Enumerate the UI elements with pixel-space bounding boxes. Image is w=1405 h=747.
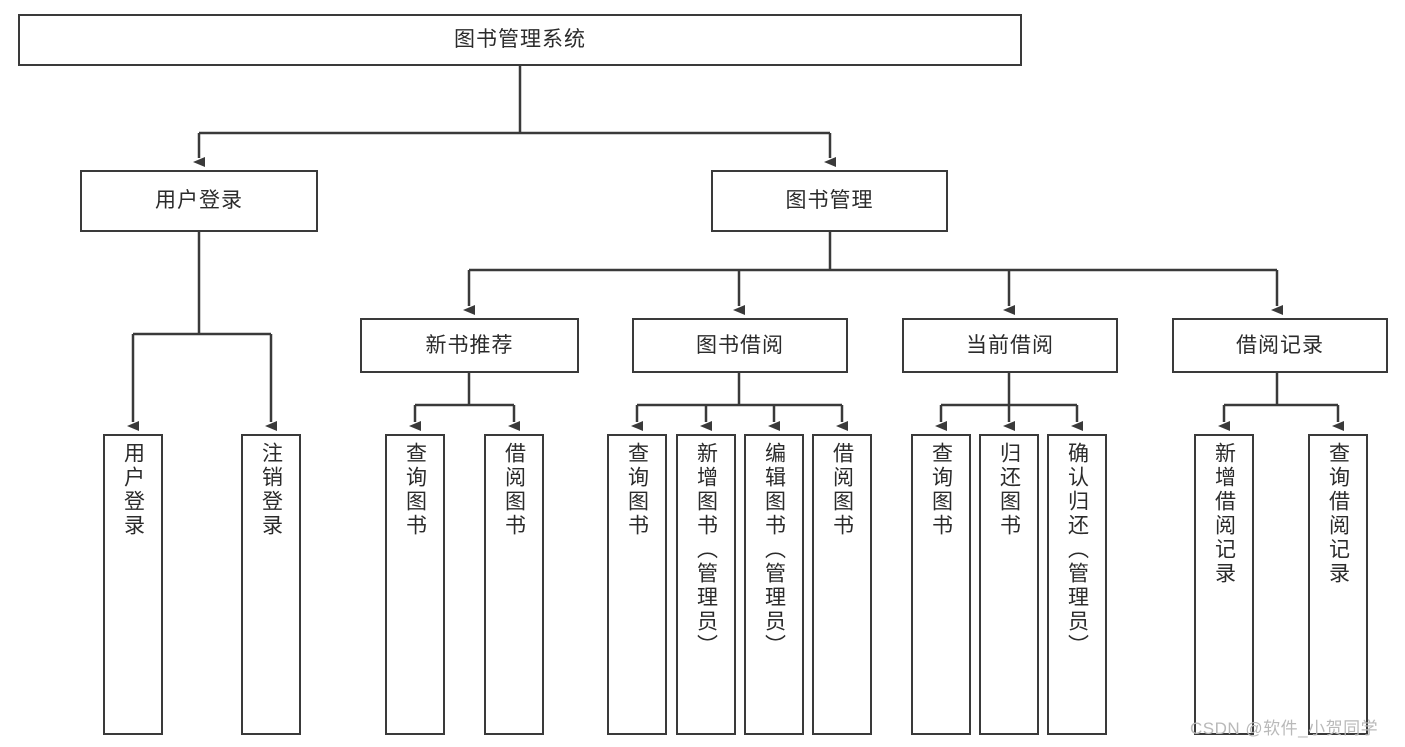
node-label: 编辑图书（管理员）: [762, 442, 786, 658]
node-label: 新书推荐: [425, 333, 514, 357]
node-book-borrow[interactable]: 图书借阅: [632, 318, 848, 373]
node-label: 借阅记录: [1236, 333, 1324, 357]
node-label: 新增图书（管理员）: [694, 442, 718, 658]
csdn-watermark: CSDN @软件_小贺同学: [1190, 719, 1379, 738]
node-root-system[interactable]: 图书管理系统: [18, 14, 1022, 66]
node-label: 借阅图书: [830, 442, 854, 538]
node-label: 确认归还（管理员）: [1065, 442, 1089, 658]
node-label: 查询图书: [625, 442, 649, 538]
node-leaf-borrow-book-1[interactable]: 借阅图书: [484, 434, 544, 735]
node-label: 新增借阅记录: [1212, 442, 1236, 586]
node-label: 借阅图书: [502, 442, 526, 538]
node-leaf-query-record[interactable]: 查询借阅记录: [1308, 434, 1368, 735]
node-leaf-query-book-2[interactable]: 查询图书: [607, 434, 667, 735]
node-leaf-logout[interactable]: 注销登录: [241, 434, 301, 735]
node-leaf-query-book-3[interactable]: 查询图书: [911, 434, 971, 735]
node-current-borrow[interactable]: 当前借阅: [902, 318, 1118, 373]
node-label: 查询借阅记录: [1326, 442, 1350, 586]
node-leaf-user-login[interactable]: 用户登录: [103, 434, 163, 735]
node-new-book-recommend[interactable]: 新书推荐: [360, 318, 579, 373]
node-label: 当前借阅: [966, 333, 1054, 357]
node-label: 注销登录: [259, 442, 283, 538]
node-leaf-edit-book[interactable]: 编辑图书（管理员）: [744, 434, 804, 735]
node-label: 图书管理: [785, 189, 874, 213]
node-label: 用户登录: [155, 189, 243, 213]
node-user-login[interactable]: 用户登录: [80, 170, 318, 232]
node-book-management[interactable]: 图书管理: [711, 170, 948, 232]
node-label: 查询图书: [403, 442, 427, 538]
node-leaf-return-book[interactable]: 归还图书: [979, 434, 1039, 735]
node-borrow-record[interactable]: 借阅记录: [1172, 318, 1388, 373]
node-label: 查询图书: [929, 442, 953, 538]
node-leaf-confirm-return[interactable]: 确认归还（管理员）: [1047, 434, 1107, 735]
node-label: 图书管理系统: [454, 28, 586, 52]
node-label: 图书借阅: [696, 333, 784, 357]
node-leaf-borrow-book-2[interactable]: 借阅图书: [812, 434, 872, 735]
node-leaf-add-record[interactable]: 新增借阅记录: [1194, 434, 1254, 735]
node-leaf-query-book-1[interactable]: 查询图书: [385, 434, 445, 735]
node-label: 归还图书: [997, 442, 1021, 538]
node-leaf-add-book[interactable]: 新增图书（管理员）: [676, 434, 736, 735]
node-label: 用户登录: [121, 442, 145, 538]
